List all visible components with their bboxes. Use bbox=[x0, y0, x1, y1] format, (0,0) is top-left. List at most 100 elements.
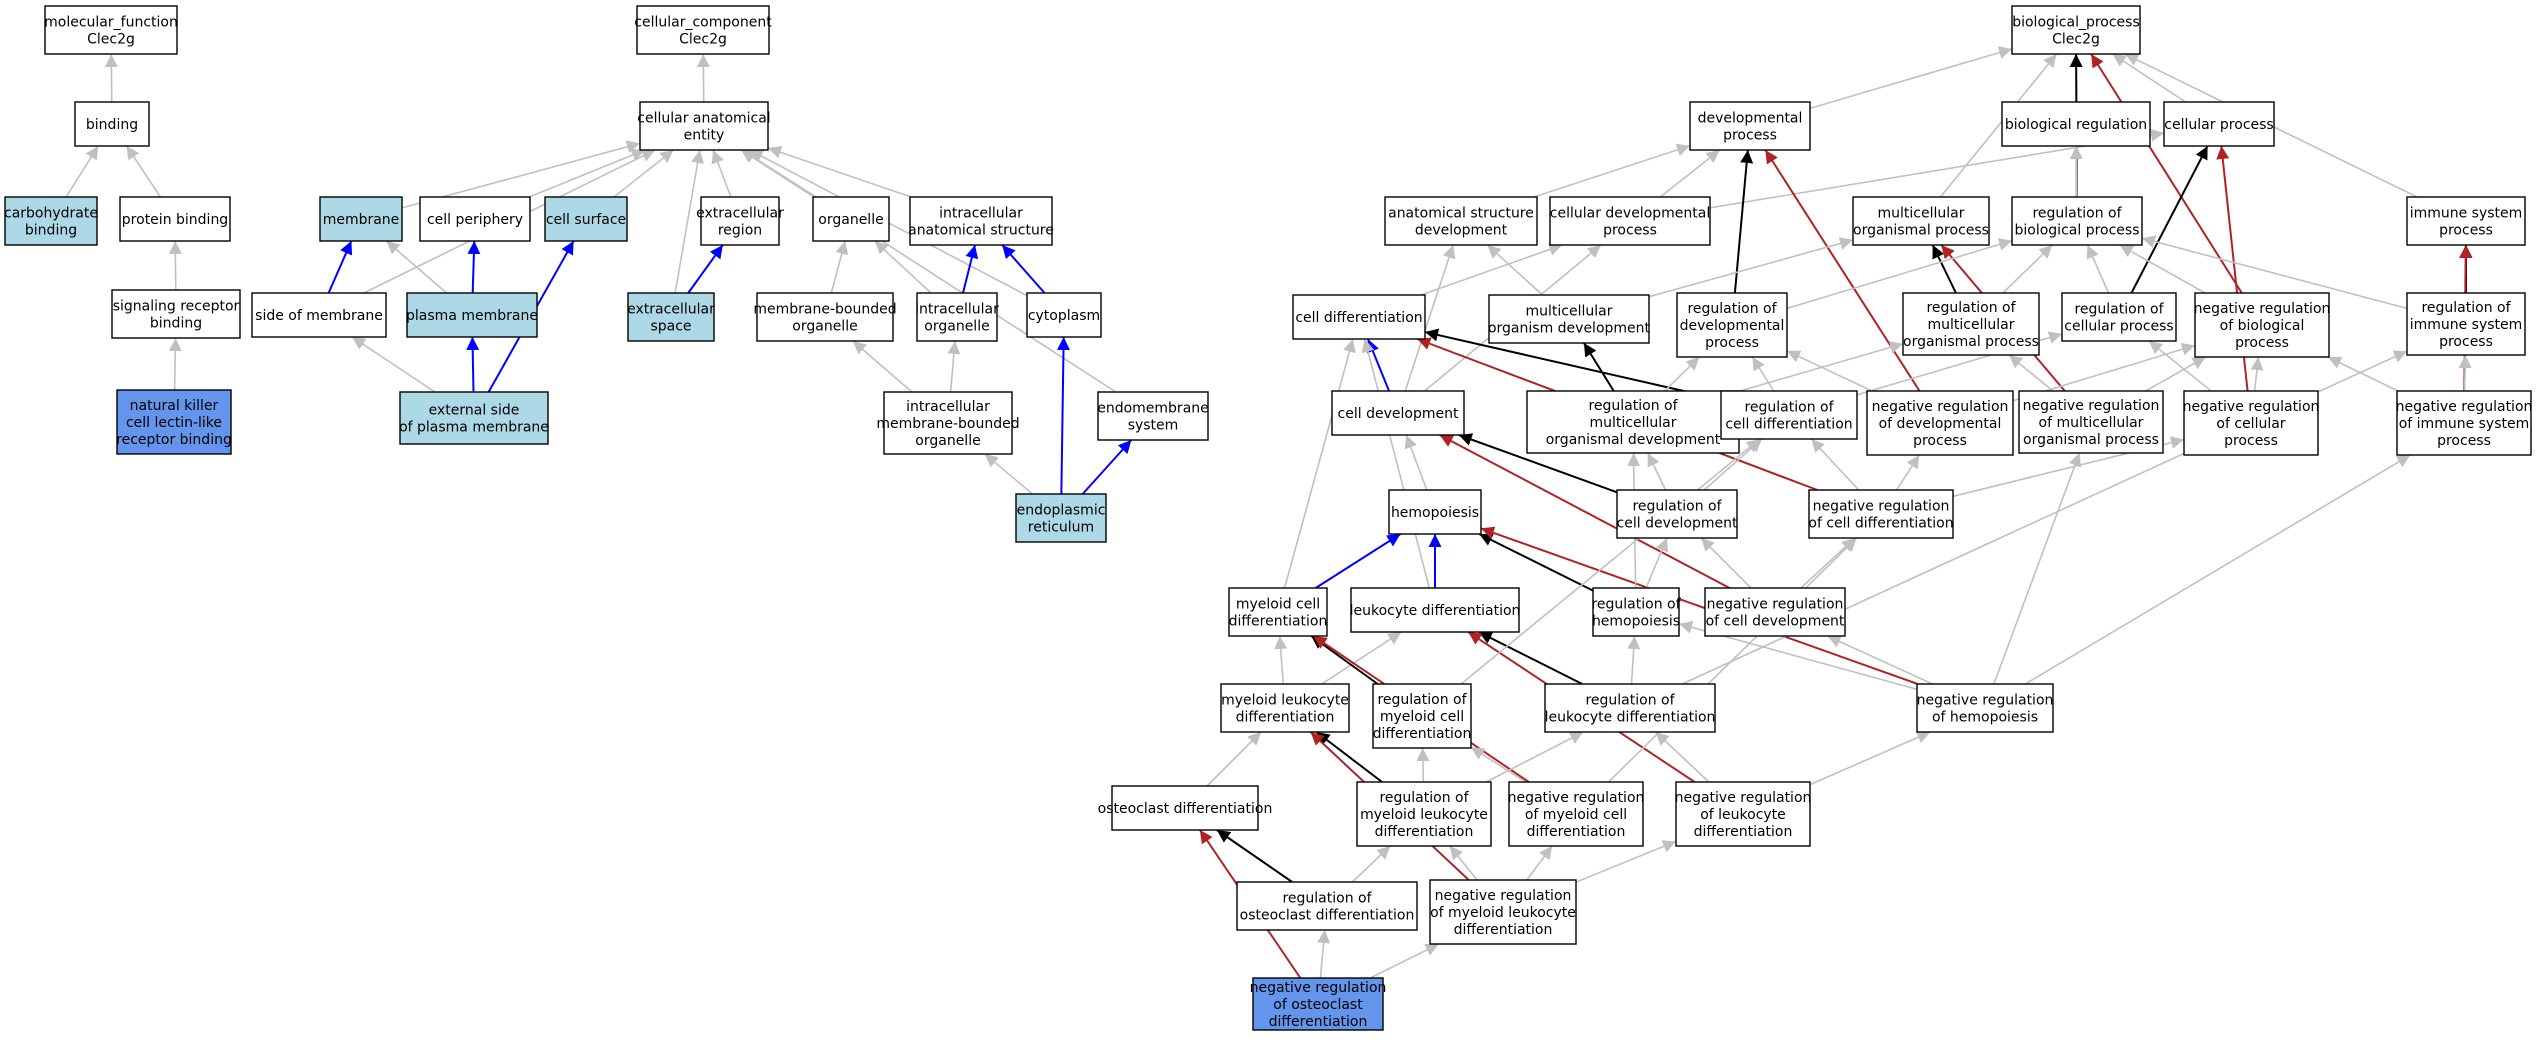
edge-binding-to-mf bbox=[104, 53, 118, 103]
node-label-line: of plasma membrane bbox=[399, 420, 549, 436]
go-term-node[interactable]: membrane bbox=[319, 196, 403, 242]
go-term-node[interactable]: cell surface bbox=[544, 196, 628, 242]
go-term-node[interactable]: organelle bbox=[812, 196, 890, 242]
node-label-line: regulation of bbox=[1282, 891, 1372, 907]
go-term-node[interactable]: cellular process bbox=[2163, 101, 2275, 147]
node-label-line: process bbox=[1603, 223, 1657, 239]
go-term-node[interactable]: hemopoiesis bbox=[1388, 489, 1482, 535]
node-label-line: space bbox=[650, 319, 691, 335]
go-term-node[interactable]: cell differentiation bbox=[1292, 294, 1426, 340]
edge-nrhemo-to-nrisp bbox=[2024, 454, 2411, 685]
edge-cdev-to-asd bbox=[1404, 244, 1456, 392]
node-box bbox=[700, 196, 780, 246]
node-box bbox=[1228, 587, 1328, 637]
go-term-node[interactable]: plasma membrane bbox=[406, 292, 538, 338]
node-label-line: intracellular bbox=[939, 206, 1023, 222]
go-term-node[interactable]: cell periphery bbox=[419, 196, 531, 242]
node-label-line: leukocyte differentiation bbox=[1350, 603, 1521, 619]
go-term-node[interactable]: side of membrane bbox=[251, 292, 387, 338]
node-label-line: negative regulation bbox=[1250, 980, 1387, 996]
edge-rmop-to-rbp bbox=[2002, 244, 2053, 294]
edge-nrcdev-to-nrcd bbox=[1800, 537, 1856, 589]
go-term-node[interactable]: osteoclast differentiation bbox=[1098, 785, 1273, 831]
go-term-node[interactable]: protein binding bbox=[119, 196, 231, 242]
node-label-line: of cellular bbox=[2216, 416, 2285, 432]
edge-rmld-to-rmcd bbox=[1416, 747, 1430, 783]
node-label-line: regulation of bbox=[1632, 499, 1722, 515]
node-label-line: cellular process bbox=[2064, 319, 2173, 335]
edge-asd-to-devp bbox=[1533, 143, 1691, 198]
edge-hemo-to-cdev bbox=[1404, 434, 1428, 491]
go-term-node[interactable]: cell development bbox=[1331, 390, 1465, 436]
edge-nrmld-to-rmld bbox=[1449, 845, 1478, 881]
node-box bbox=[1111, 785, 1259, 831]
node-box bbox=[44, 5, 178, 55]
go-term-node[interactable]: biological regulation bbox=[2001, 101, 2151, 147]
node-box bbox=[1429, 879, 1577, 945]
node-label-line: anatomical structure bbox=[908, 223, 1054, 239]
node-label-line: organismal process bbox=[1903, 334, 2039, 350]
node-label-line: membrane-bounded bbox=[753, 302, 896, 318]
node-box bbox=[1372, 683, 1472, 749]
node-box bbox=[1616, 489, 1738, 539]
edge-mop-to-bp bbox=[1939, 53, 2058, 198]
node-label-line: leukocyte differentiation bbox=[1545, 710, 1716, 726]
go-term-node[interactable]: binding bbox=[74, 101, 150, 147]
edge-nrod-to-nrmld bbox=[1369, 943, 1440, 979]
node-label-line: myeloid cell bbox=[1380, 709, 1464, 725]
go-term-node[interactable]: cytoplasm bbox=[1026, 292, 1102, 338]
node-box bbox=[1331, 390, 1465, 436]
go-term-node[interactable]: leukocyte differentiation bbox=[1350, 587, 1521, 633]
node-label-line: receptor binding bbox=[116, 432, 232, 448]
